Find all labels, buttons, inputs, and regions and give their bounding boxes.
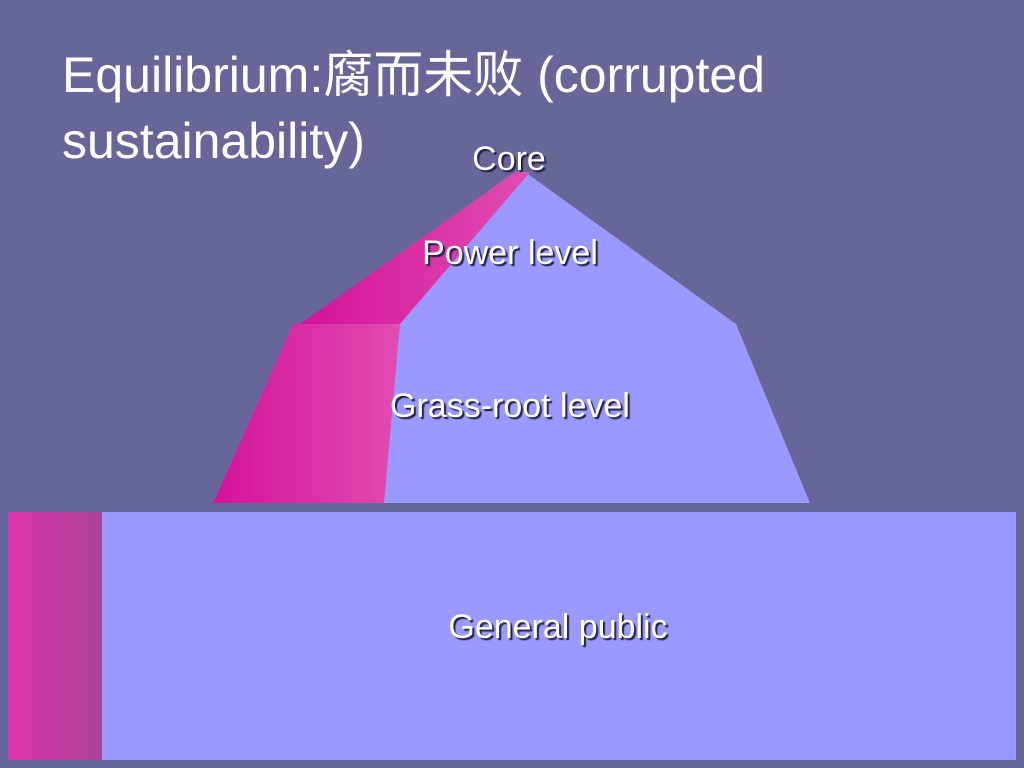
general-public-label: General public (448, 608, 668, 646)
power-level-label: Power level (422, 234, 598, 272)
general-public-block (8, 512, 1016, 760)
grass-root-level-trapezoid (213, 324, 810, 503)
slide-title: Equilibrium:腐而未败 (corrupted sustainabili… (62, 42, 962, 174)
slide-title-line-2: sustainability) (62, 113, 365, 169)
power-level-triangle (300, 172, 736, 324)
grass-root-level-label: Grass-root level (390, 387, 630, 425)
core-label: Core (472, 140, 546, 178)
slide-title-line-1: Equilibrium:腐而未败 (corrupted (62, 47, 765, 103)
